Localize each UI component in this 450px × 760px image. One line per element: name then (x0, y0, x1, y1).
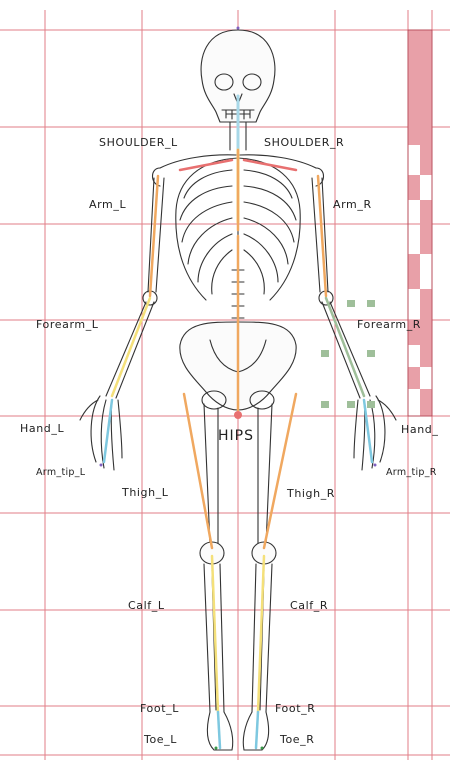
label-shoulder-l: SHOULDER_L (99, 136, 178, 149)
label-hand-r: Hand_ (401, 423, 438, 436)
label-foot-r: Foot_R (275, 702, 315, 715)
label-shoulder-r: SHOULDER_R (264, 136, 344, 149)
hip-joint-dot (234, 411, 242, 419)
label-toe-r: Toe_R (280, 733, 315, 746)
label-arm-l: Arm_L (89, 198, 126, 211)
label-hand-l: Hand_L (20, 422, 64, 435)
label-foot-l: Foot_L (140, 702, 179, 715)
rig-reference-bar (408, 30, 432, 416)
label-thigh-l: Thigh_L (122, 486, 169, 499)
label-calf-l: Calf_L (128, 599, 165, 612)
label-thigh-r: Thigh_R (287, 487, 335, 500)
label-arm-r: Arm_R (333, 198, 372, 211)
label-toe-l: Toe_L (144, 733, 177, 746)
label-arm-tip-l: Arm_tip_L (36, 467, 85, 478)
label-arm-tip-r: Arm_tip_R (386, 467, 437, 478)
label-calf-r: Calf_R (290, 599, 328, 612)
label-hips: HIPS (218, 428, 254, 444)
label-forearm-r: Forearm_R (357, 318, 421, 331)
label-forearm-l: Forearm_L (36, 318, 99, 331)
